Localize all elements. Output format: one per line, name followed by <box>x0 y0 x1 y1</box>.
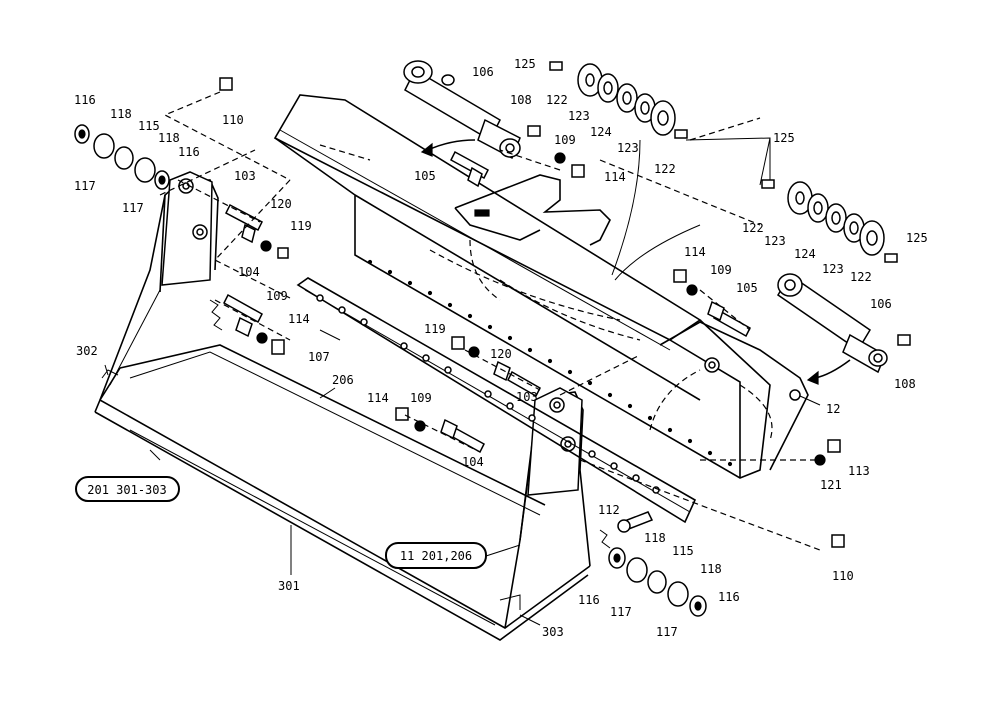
label-114: 114 <box>604 170 626 184</box>
label-116: 116 <box>74 93 96 107</box>
label-110: 110 <box>832 569 854 583</box>
label-122: 122 <box>742 221 764 235</box>
label-115: 115 <box>138 119 160 133</box>
label-113: 113 <box>848 464 870 478</box>
label-123: 123 <box>617 141 639 155</box>
label-117: 117 <box>656 625 678 639</box>
label-109: 109 <box>266 289 288 303</box>
blade-strip <box>296 277 697 524</box>
label-119: 119 <box>290 219 312 233</box>
label-114: 114 <box>684 245 706 259</box>
cross-beam <box>273 94 809 479</box>
label-125: 125 <box>773 131 795 145</box>
leader-lines <box>104 137 821 626</box>
label-125: 125 <box>906 231 928 245</box>
left-mount-plate <box>161 171 213 286</box>
ref-box-left: 201 301-303 <box>75 476 180 502</box>
label-122: 122 <box>546 93 568 107</box>
label-105: 105 <box>736 281 758 295</box>
label-114: 114 <box>367 391 389 405</box>
label-103: 103 <box>516 390 538 404</box>
bearing-stack-top <box>549 61 688 139</box>
ref-box-right-text: 11 201,206 <box>400 549 472 563</box>
label-114: 114 <box>288 312 310 326</box>
label-116: 116 <box>178 145 200 159</box>
label-119: 119 <box>424 322 446 336</box>
ref-box-left-text: 201 301-303 <box>87 483 166 497</box>
label-206: 206 <box>332 373 354 387</box>
label-122: 122 <box>850 270 872 284</box>
label-105: 105 <box>414 169 436 183</box>
label-108: 108 <box>894 377 916 391</box>
label-118: 118 <box>644 531 666 545</box>
label-109: 109 <box>410 391 432 405</box>
label-103: 103 <box>234 169 256 183</box>
arrows <box>420 139 851 385</box>
label-125: 125 <box>514 57 536 71</box>
label-118: 118 <box>158 131 180 145</box>
label-109: 109 <box>710 263 732 277</box>
label-116: 116 <box>718 590 740 604</box>
label-12: 12 <box>826 402 840 416</box>
label-301: 301 <box>278 579 300 593</box>
label-123: 123 <box>568 109 590 123</box>
label-121: 121 <box>820 478 842 492</box>
label-117: 117 <box>122 201 144 215</box>
cylinder-left <box>403 60 521 160</box>
label-120: 120 <box>490 347 512 361</box>
label-123: 123 <box>764 234 786 248</box>
label-106: 106 <box>870 297 892 311</box>
label-120: 120 <box>270 197 292 211</box>
label-124: 124 <box>590 125 612 139</box>
bearing-stack-right <box>761 179 898 263</box>
label-118: 118 <box>700 562 722 576</box>
label-104: 104 <box>238 265 260 279</box>
label-115: 115 <box>672 544 694 558</box>
part-labels: 106 125 108 122 123 124 123 122 125 109 … <box>74 57 928 639</box>
ref-box-right: 11 201,206 <box>385 542 521 569</box>
label-303: 303 <box>542 625 564 639</box>
label-118: 118 <box>110 107 132 121</box>
label-124: 124 <box>794 247 816 261</box>
label-107: 107 <box>308 350 330 364</box>
label-117: 117 <box>74 179 96 193</box>
label-117: 117 <box>610 605 632 619</box>
label-116: 116 <box>578 593 600 607</box>
label-302: 302 <box>76 344 98 358</box>
assembly-lines <box>159 91 821 551</box>
label-122: 122 <box>654 162 676 176</box>
label-112: 112 <box>598 503 620 517</box>
label-110: 110 <box>222 113 244 127</box>
label-106: 106 <box>472 65 494 79</box>
label-123: 123 <box>822 262 844 276</box>
label-104: 104 <box>462 455 484 469</box>
label-108: 108 <box>510 93 532 107</box>
pins-and-bolts <box>219 77 911 548</box>
left-pivot-stack <box>74 124 170 190</box>
cylinder-right <box>776 273 888 374</box>
right-pivot-stack <box>608 547 707 617</box>
label-109: 109 <box>554 133 576 147</box>
